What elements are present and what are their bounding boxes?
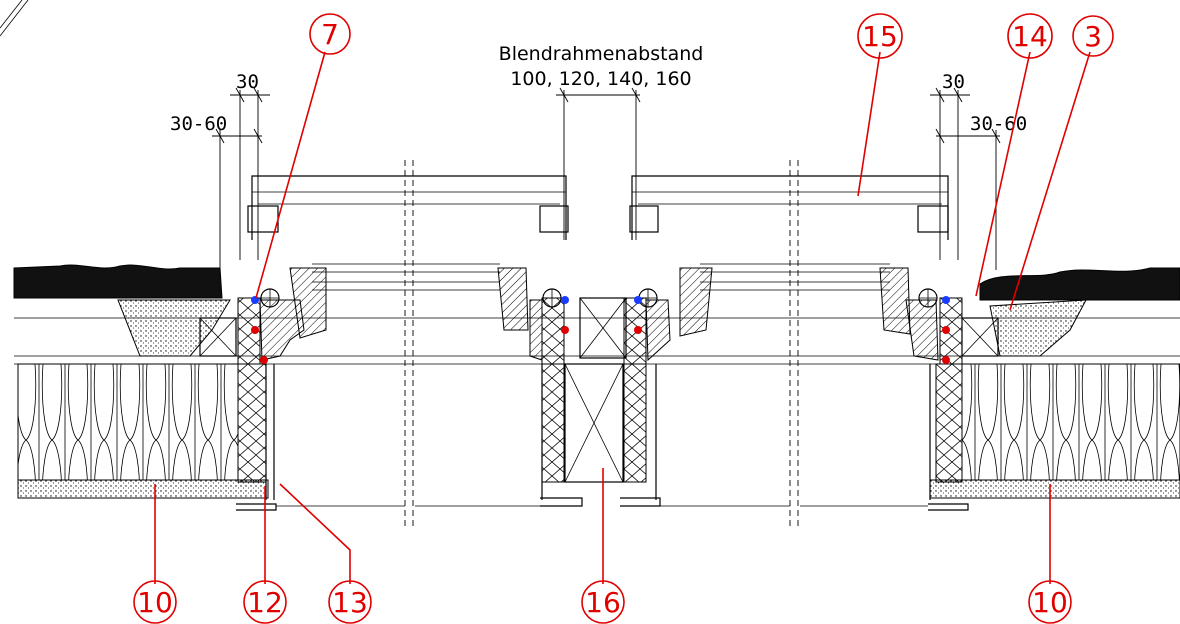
svg-text:13: 13 xyxy=(332,586,368,619)
center-rafter xyxy=(564,363,624,483)
svg-text:12: 12 xyxy=(247,586,283,619)
callout-14: 14 xyxy=(1007,13,1053,59)
glazing xyxy=(312,263,890,291)
callout-12: 12 xyxy=(243,580,287,624)
ceiling-board-right xyxy=(929,479,1180,499)
svg-text:10: 10 xyxy=(1032,586,1068,619)
svg-text:15: 15 xyxy=(862,20,898,53)
batten-left xyxy=(199,317,237,357)
inner-lining xyxy=(236,364,969,511)
roof-tiles-right xyxy=(979,267,1180,301)
dim-left-small: 30 xyxy=(236,71,259,93)
upstand-frames xyxy=(237,297,963,483)
seal-markers xyxy=(251,296,950,364)
frame-profiles xyxy=(259,267,939,362)
dimension-lines xyxy=(212,87,1001,270)
flashing-right xyxy=(989,299,1087,357)
title-line-1: Blendrahmenabstand xyxy=(499,43,704,65)
title-line-2: 100, 120, 140, 160 xyxy=(510,68,691,90)
callout-10-right: 10 xyxy=(1028,580,1072,624)
fixing-screws xyxy=(260,288,938,308)
svg-text:7: 7 xyxy=(321,18,339,51)
callout-leaders xyxy=(154,51,1091,584)
dim-right-range: 30-60 xyxy=(970,113,1027,135)
callout-15: 15 xyxy=(857,13,903,59)
insulation-right xyxy=(961,363,1180,481)
awning-profiles xyxy=(247,175,949,240)
callout-10-left: 10 xyxy=(133,580,177,624)
roof-tiles-left xyxy=(13,264,223,299)
break-lines xyxy=(404,160,799,530)
dim-right-small: 30 xyxy=(942,71,965,93)
insulation-left xyxy=(17,363,239,481)
svg-text:3: 3 xyxy=(1084,20,1102,53)
ceiling-board-left xyxy=(17,479,269,499)
callout-3: 3 xyxy=(1072,15,1114,57)
dim-left-range: 30-60 xyxy=(170,113,227,135)
svg-text:10: 10 xyxy=(137,586,173,619)
svg-text:16: 16 xyxy=(585,586,621,619)
callout-13: 13 xyxy=(328,580,372,624)
callout-16: 16 xyxy=(581,580,625,624)
callout-7: 7 xyxy=(309,13,351,55)
flashing-left xyxy=(117,299,231,357)
roof-edge-lines xyxy=(0,0,29,37)
svg-text:14: 14 xyxy=(1012,20,1048,53)
